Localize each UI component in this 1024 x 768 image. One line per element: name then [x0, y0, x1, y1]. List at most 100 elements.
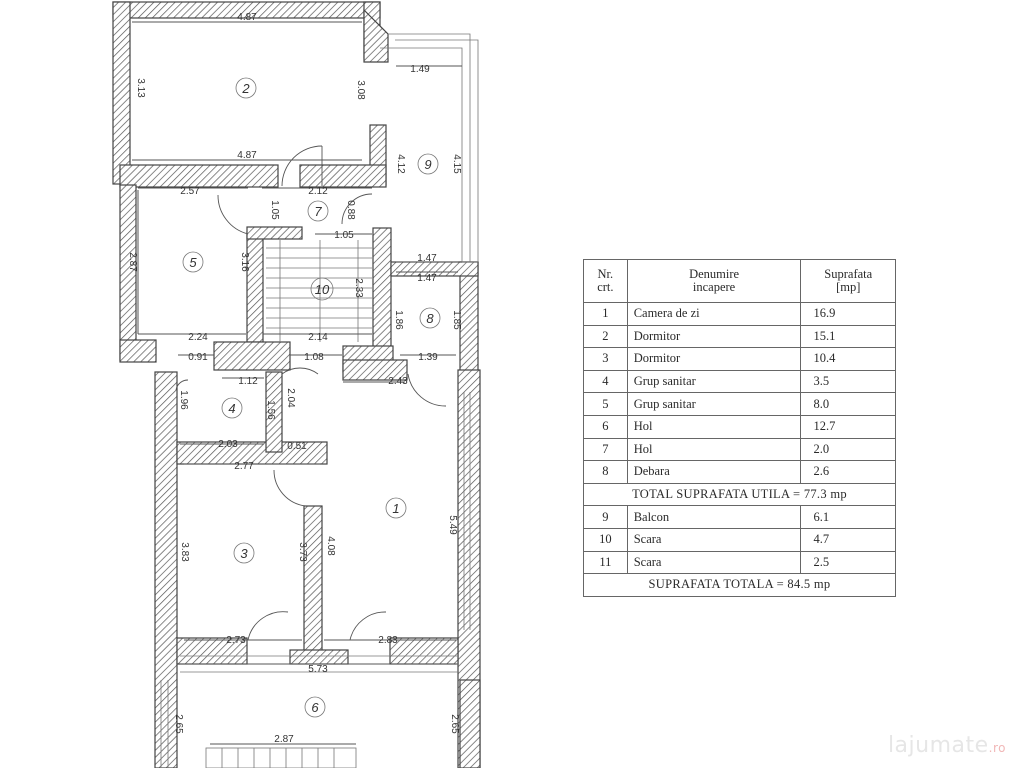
doors [175, 145, 447, 641]
room-5-label: 5 [189, 255, 197, 270]
table-cell: 9 [583, 505, 628, 529]
dim-label: 3.83 [179, 542, 190, 562]
table-cell: Camera de zi [626, 302, 802, 326]
dim-label: 3.13 [135, 78, 146, 98]
dim-label: 3.08 [355, 80, 366, 100]
header-nr: Nr. crt. [583, 259, 628, 303]
dim-label: 2.73 [226, 635, 246, 646]
table-cell: Dormitor [626, 324, 802, 349]
room-7-label: 7 [314, 204, 322, 219]
staircase [205, 240, 372, 768]
table-cell: 15.1 [800, 324, 896, 349]
room-2-marker: 2 [235, 77, 257, 99]
table-cell: Grup sanitar [626, 369, 802, 394]
dimension-lines [132, 21, 462, 745]
balcony-outline [380, 33, 479, 263]
dim-label: 1.05 [334, 230, 354, 241]
dim-label: 2.77 [234, 461, 254, 472]
room-8-label: 8 [426, 311, 434, 326]
total-area: SUPRAFATA TOTALA = 84.5 mp [583, 573, 896, 597]
room-1-label: 1 [392, 501, 399, 516]
floor-plan: 2 9 7 5 10 8 4 1 3 6 4.87 3.13 3.08 4.87… [112, 1, 481, 768]
table-cell: Scara [626, 550, 802, 575]
dim-label: 1.47 [417, 273, 437, 284]
walls [112, 1, 481, 768]
dim-label: 4.15 [451, 154, 462, 174]
dim-label: 2.43 [388, 376, 408, 387]
table-cell: 3 [583, 347, 628, 371]
table-cell: 6.1 [800, 505, 896, 529]
header-name: Denumire incapere [626, 259, 802, 303]
dim-label: 4.08 [325, 536, 336, 556]
dim-label: 2.03 [218, 439, 238, 450]
total-useful-area: TOTAL SUPRAFATA UTILA = 77.3 mp [583, 482, 896, 507]
dim-label: 2.12 [308, 186, 328, 197]
room-9-marker: 9 [417, 153, 439, 175]
dim-label: 2.87 [274, 734, 294, 745]
total-area-row: SUPRAFATA TOTALA = 84.5 mp [583, 573, 896, 597]
header-area: Suprafata [mp] [800, 259, 896, 303]
table-cell: 3.5 [800, 369, 896, 394]
dim-label: 4.87 [237, 12, 257, 23]
dim-label: 1.49 [410, 64, 430, 75]
room-10-label: 10 [315, 282, 330, 297]
table-cell: 6 [583, 414, 628, 439]
dim-label: 1.85 [451, 310, 462, 330]
table-cell: Grup sanitar [626, 392, 802, 416]
dim-label: 3.73 [297, 542, 308, 562]
dim-label: 2.83 [378, 635, 398, 646]
table-cell: Scara [626, 527, 802, 552]
room-4-label: 4 [228, 401, 235, 416]
room-5-marker: 5 [182, 251, 204, 273]
table-cell: 11 [583, 550, 628, 575]
table-cell: 2.5 [800, 550, 896, 575]
table-cell: 2.0 [800, 437, 896, 462]
table-cell: Hol [626, 437, 802, 462]
dim-label: 4.12 [395, 154, 406, 174]
dim-label: 4.87 [237, 150, 257, 161]
table-cell: Balcon [626, 505, 802, 529]
table-cell: 12.7 [800, 414, 896, 439]
dim-label: 1.96 [178, 390, 189, 410]
table-cell: 2 [583, 324, 628, 349]
table-cell: 5 [583, 392, 628, 416]
room-1-marker: 1 [385, 497, 407, 519]
room-3-label: 3 [240, 546, 248, 561]
table-cell: 8.0 [800, 392, 896, 416]
dim-label: 1.56 [265, 400, 276, 420]
table-cell: Dormitor [626, 347, 802, 371]
dimension-labels: 4.87 3.13 3.08 4.87 1.49 4.12 4.15 2.57 … [127, 12, 462, 745]
room-6-marker: 6 [304, 696, 326, 718]
dim-label: 0.88 [345, 200, 356, 220]
room-10-marker: 10 [310, 277, 334, 301]
dim-label: 1.12 [238, 376, 258, 387]
dim-label: 2.65 [449, 714, 460, 734]
room-9-label: 9 [424, 157, 431, 172]
table-cell: 10 [583, 527, 628, 552]
room-2-label: 2 [241, 81, 250, 96]
room-area-table: Nr. crt. Denumire incapere Suprafata [mp… [583, 259, 896, 597]
table-cell: 1 [583, 302, 628, 326]
room-4-marker: 4 [221, 397, 243, 419]
dim-label: 2.24 [188, 332, 208, 343]
dim-label: 1.05 [269, 200, 280, 220]
table-cell: Hol [626, 414, 802, 439]
table-cell: 7 [583, 437, 628, 462]
room-8-marker: 8 [419, 307, 441, 329]
dim-label: 5.49 [447, 515, 458, 535]
room-3-marker: 3 [233, 542, 255, 564]
dim-label: 3.16 [239, 252, 250, 272]
table-cell: 8 [583, 460, 628, 484]
table-cell: 2.6 [800, 460, 896, 484]
table-cell: 10.4 [800, 347, 896, 371]
room-6-label: 6 [311, 700, 319, 715]
table-cell: Debara [626, 460, 802, 484]
dim-label: 2.65 [173, 714, 184, 734]
